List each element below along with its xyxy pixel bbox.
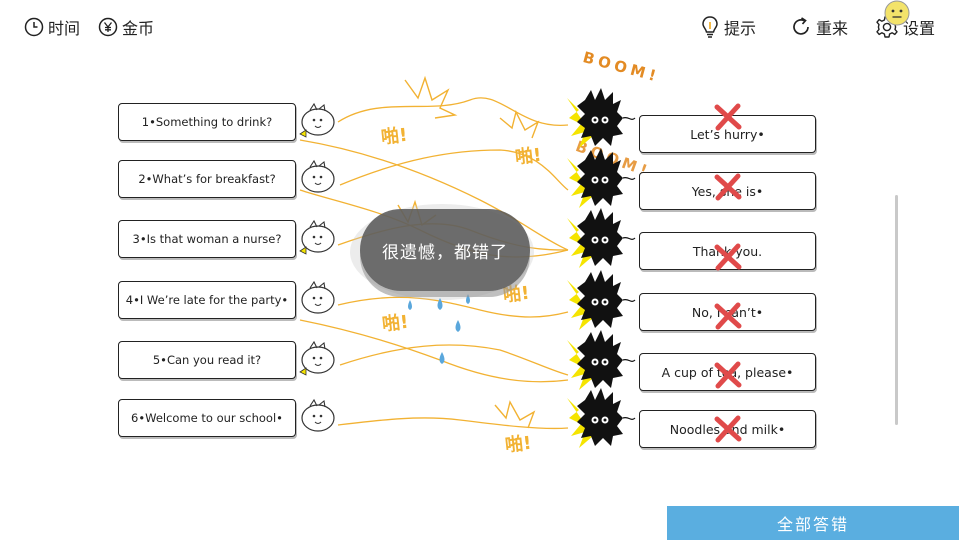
question-box-5[interactable]: 5•Can you read it? xyxy=(118,341,296,379)
exploding-monster-icon xyxy=(567,270,636,330)
question-box-1[interactable]: 1•Something to drink? xyxy=(118,103,296,141)
exploding-monster-icon xyxy=(567,388,636,448)
question-text: 5•Can you read it? xyxy=(152,353,262,367)
time-display: 时间 xyxy=(24,14,80,40)
critter-icon xyxy=(301,159,335,193)
answer-box-1[interactable]: Let’s hurry• xyxy=(639,115,816,153)
question-text: 3•Is that woman a nurse? xyxy=(132,232,282,246)
question-text: 1•Something to drink? xyxy=(141,115,273,129)
exploding-monster-icon xyxy=(567,88,636,148)
hint-button[interactable]: 提示 xyxy=(700,14,756,40)
restart-label: 重来 xyxy=(816,19,849,38)
critter-icon xyxy=(301,280,335,314)
lightbulb-icon xyxy=(702,16,718,38)
exploding-monster-icon xyxy=(567,148,636,208)
hint-label: 提示 xyxy=(724,19,757,38)
answer-text: Let’s hurry• xyxy=(690,126,765,142)
result-message: 很遗憾，都错了 xyxy=(360,209,530,291)
pa-effect-4: 啪! xyxy=(381,311,410,336)
critter-icon xyxy=(299,340,335,376)
wrong-mark-icon xyxy=(714,302,742,330)
critter-icon xyxy=(299,219,335,255)
answer-box-4[interactable]: No, I can’t• xyxy=(639,293,816,331)
answer-box-5[interactable]: A cup of tea, please• xyxy=(639,353,816,391)
question-text: 2•What’s for breakfast? xyxy=(138,172,276,186)
wrong-mark-icon xyxy=(714,173,742,201)
question-box-4[interactable]: 4•I We’re late for the party• xyxy=(118,281,296,319)
coins-display: 金币 xyxy=(98,14,154,40)
settings-label: 设置 xyxy=(903,19,936,38)
clock-icon xyxy=(24,17,44,37)
wrong-mark-icon xyxy=(714,415,742,443)
pa-effect-5: 啪! xyxy=(504,432,533,457)
critter-icon xyxy=(301,398,335,432)
critter-icon xyxy=(299,102,335,138)
question-box-2[interactable]: 2•What’s for breakfast? xyxy=(118,160,296,198)
mood-slider-track[interactable] xyxy=(895,195,898,425)
question-text: 4•I We’re late for the party• xyxy=(125,293,289,307)
pa-effect-2: 啪! xyxy=(514,144,543,169)
exploding-monster-icon xyxy=(567,208,636,268)
wrong-mark-icon xyxy=(714,243,742,271)
question-box-6[interactable]: 6•Welcome to our school• xyxy=(118,399,296,437)
coins-label: 金币 xyxy=(122,19,155,38)
answer-text: No, I can’t• xyxy=(691,304,764,320)
submit-button[interactable]: 全部答错 xyxy=(667,506,959,540)
answer-box-3[interactable]: Thank you. xyxy=(639,232,816,270)
time-label: 时间 xyxy=(48,19,81,38)
restart-button[interactable]: 重来 xyxy=(790,14,848,40)
wrong-mark-icon xyxy=(714,361,742,389)
question-text: 6•Welcome to our school• xyxy=(131,411,283,425)
pa-effect-1: 啪! xyxy=(380,124,409,149)
refresh-icon xyxy=(793,17,809,35)
wrong-mark-icon xyxy=(714,103,742,131)
yen-coin-icon xyxy=(98,17,118,37)
question-box-3[interactable]: 3•Is that woman a nurse? xyxy=(118,220,296,258)
neutral-face-icon[interactable] xyxy=(884,0,910,26)
answer-text: Thank you. xyxy=(692,243,763,259)
exploding-monster-icon xyxy=(567,330,636,390)
